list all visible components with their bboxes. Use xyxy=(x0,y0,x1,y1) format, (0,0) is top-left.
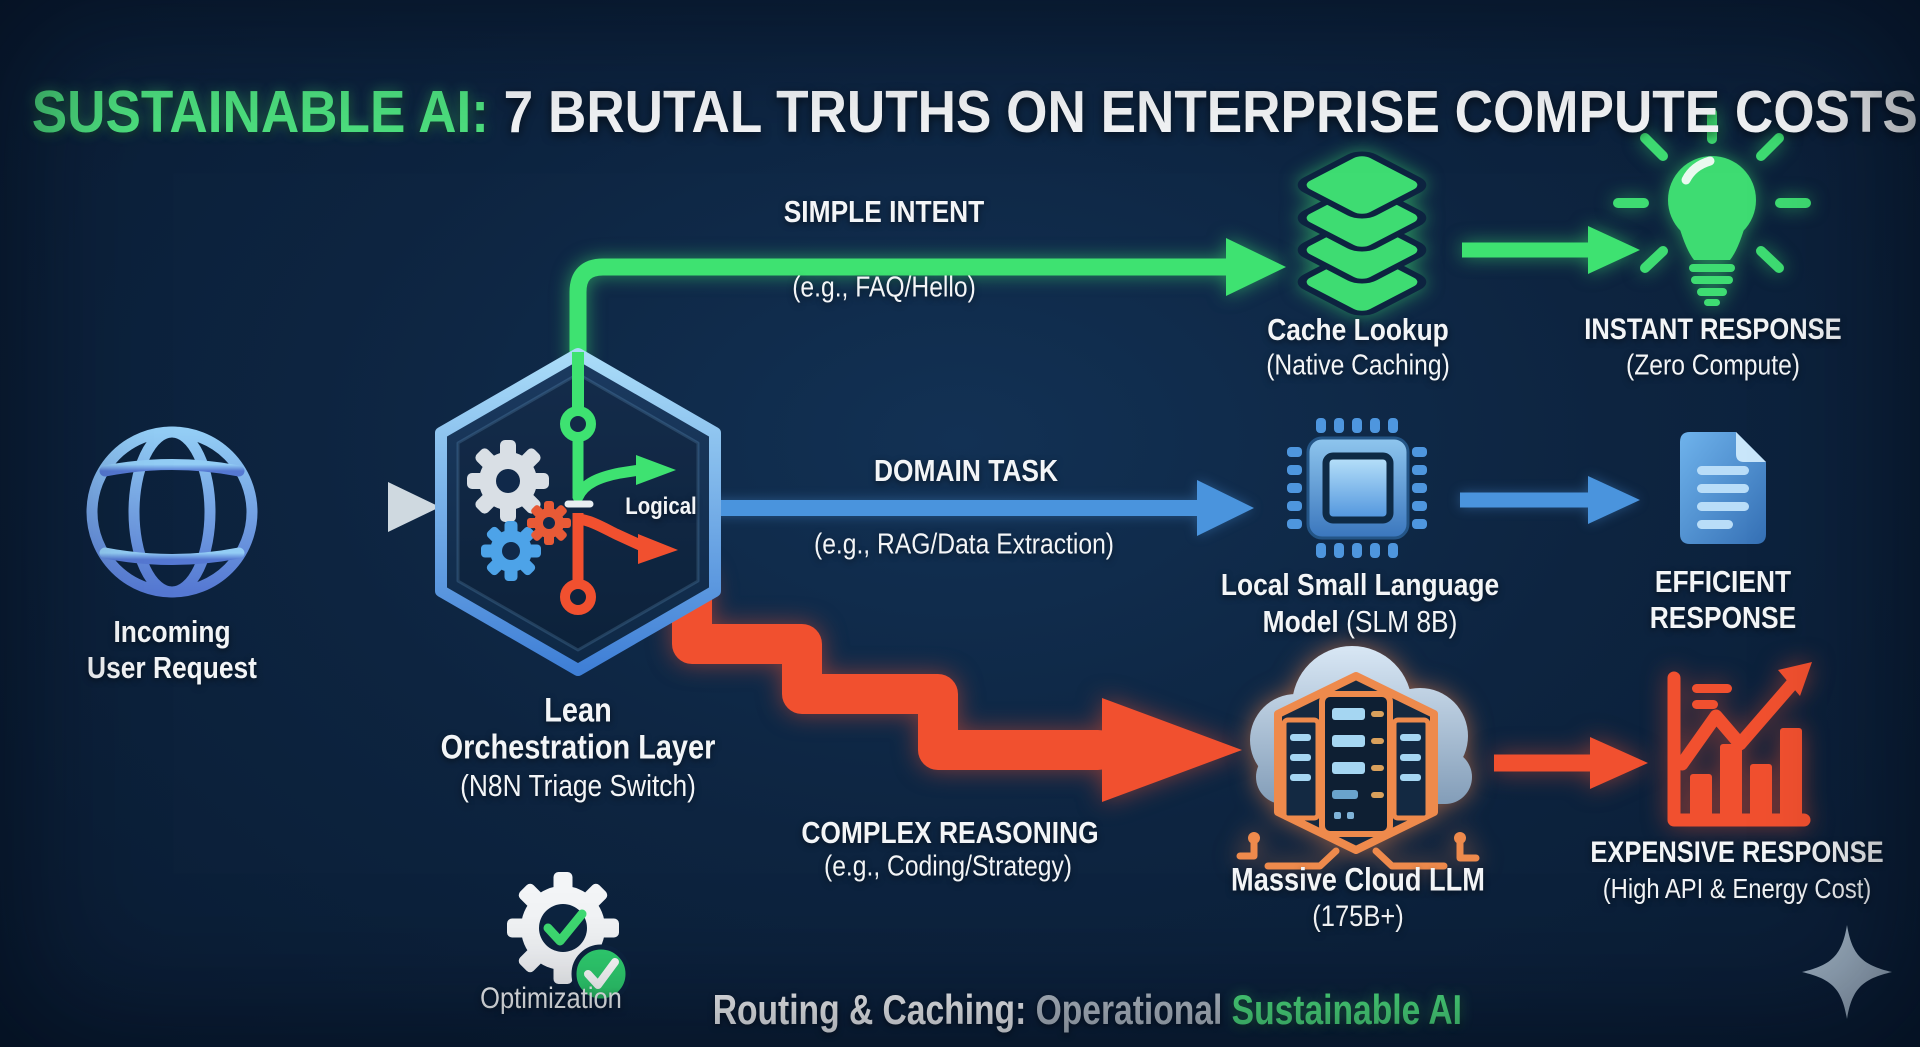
gear-icon-silver xyxy=(467,440,549,522)
database-stack-icon xyxy=(1297,151,1427,316)
footer-routing-mid: Operational xyxy=(1035,986,1232,1033)
complex-reasoning-path xyxy=(672,566,1242,802)
cache-subtitle: (Native Caching) xyxy=(1266,349,1450,382)
slm-line2-rest: (SLM 8B) xyxy=(1338,604,1458,639)
llm-to-expensive-arrow xyxy=(1494,737,1648,789)
gear-icon-red xyxy=(527,501,571,545)
slm-title-line1: Local Small Language xyxy=(1220,567,1500,602)
branch-domain-example: (e.g., RAG/Data Extraction) xyxy=(813,528,1115,561)
cpu-chip-icon xyxy=(1287,418,1427,558)
expensive-subtitle: (High API & Energy Cost) xyxy=(1602,873,1872,904)
title-rest: 7 BRUTAL TRUTHS ON ENTERPRISE COMPUTE CO… xyxy=(488,79,1918,145)
incoming-arrow xyxy=(260,482,440,532)
slm-to-efficient-arrow xyxy=(1460,476,1640,524)
branch-complex-example: (e.g., Coding/Strategy) xyxy=(823,850,1073,883)
slm-line2-bold: Model xyxy=(1262,604,1339,639)
checkmark-badge-icon xyxy=(571,944,631,1004)
optimization-label: Optimization xyxy=(480,982,622,1015)
branch-domain-label: DOMAIN TASK xyxy=(874,453,1058,488)
title-highlight: SUSTAINABLE AI: xyxy=(31,79,489,145)
incoming-label-line1: Incoming xyxy=(113,614,231,649)
simple-intent-path xyxy=(569,238,1286,371)
efficient-line1: EFFICIENT xyxy=(1654,564,1792,599)
cloud-llm-subtitle: (175B+) xyxy=(1312,900,1404,933)
incoming-label-line2: User Request xyxy=(87,650,257,685)
footer-routing-highlight: Sustainable AI xyxy=(1231,986,1462,1033)
page-title: SUSTAINABLE AI: 7 BRUTAL TRUTHS ON ENTER… xyxy=(2,10,1918,146)
instant-title: INSTANT RESPONSE xyxy=(1584,313,1842,346)
instant-subtitle: (Zero Compute) xyxy=(1626,349,1800,382)
cloud-llm-title: Massive Cloud LLM xyxy=(1231,861,1485,898)
document-icon xyxy=(1680,432,1766,544)
branch-simple-label: SIMPLE INTENT xyxy=(783,194,985,229)
orchestrator-label-line2: Orchestration Layer xyxy=(440,728,716,767)
branch-complex-label: COMPLEX REASONING xyxy=(801,815,1099,850)
domain-task-path xyxy=(705,480,1254,536)
orchestrator-label-line1: Lean xyxy=(544,691,612,730)
lightbulb-icon xyxy=(1613,108,1811,306)
orchestrator-label-line3: (N8N Triage Switch) xyxy=(460,768,696,803)
cache-title: Cache Lookup xyxy=(1267,312,1449,347)
gear-icon-blue xyxy=(481,521,541,581)
branch-simple-example: (e.g., FAQ/Hello) xyxy=(792,271,976,304)
footer-routing-prefix: Routing & Caching: xyxy=(712,986,1036,1033)
cache-to-instant-arrow xyxy=(1462,226,1640,274)
triage-tree-red xyxy=(560,500,678,615)
slm-title-line2: Model (SLM 8B) xyxy=(1263,604,1458,640)
sparkle-icon xyxy=(1802,925,1892,1019)
rising-bar-chart-icon xyxy=(1667,662,1812,827)
expensive-title: EXPENSIVE RESPONSE xyxy=(1590,836,1884,869)
efficient-line2: RESPONSE xyxy=(1649,600,1797,635)
hexagon-switch-icon xyxy=(435,348,721,676)
triage-tree-green xyxy=(560,352,676,503)
orchestrator-logical-label: Logical xyxy=(625,493,697,520)
globe-icon xyxy=(86,426,258,598)
footer-tagline: Routing & Caching: Operational Sustainab… xyxy=(694,938,1462,1034)
cloud-server-icon xyxy=(1236,646,1480,870)
gear-check-icon xyxy=(507,872,631,1004)
